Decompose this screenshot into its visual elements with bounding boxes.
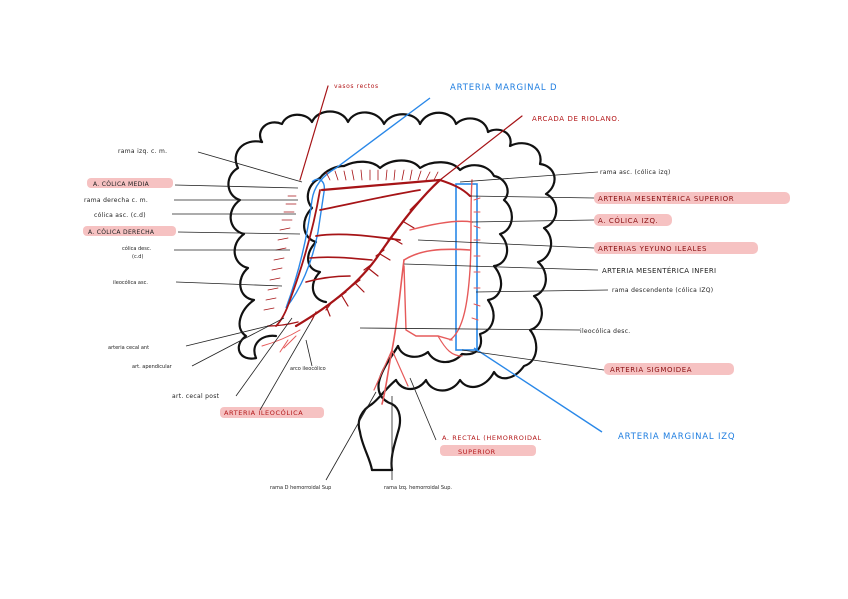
label-colica-desc-1: cólica desc.: [122, 245, 152, 252]
label-ileocolica-asc: ileocólica asc.: [113, 279, 148, 286]
marginal-artery-paths: [285, 97, 603, 433]
label-rectal-hemorroidal-1: A. RECTAL (HEMORROIDAL: [442, 434, 542, 442]
inferior-arteries: [261, 179, 481, 405]
label-rama-d-hemorroidal: rama D hemorroidal Sup: [270, 485, 331, 491]
label-arcada-riolano: ARCADA DE RIOLANO.: [532, 115, 620, 123]
label-vasos-rectos: vasos rectos: [334, 83, 379, 90]
label-arteria-marginal-izq: ARTERIA MARGINAL IZQ: [618, 432, 735, 442]
label-arco-ileocolico: arco ileocólico: [290, 365, 326, 372]
label-arteria-sigmoidea: ARTERIA SIGMOIDEA: [610, 366, 692, 374]
label-rama-izq-hemorroidal: rama Izq. hemorroidal Sup.: [384, 485, 452, 491]
label-yeyuno-ileales: ARTERIAS YEYUNO ILEALES: [598, 245, 707, 253]
label-colica-derecha: A. CÓLICA DERECHA: [88, 229, 155, 236]
label-colica-izq: A. CÓLICA IZQ.: [598, 216, 658, 225]
label-rama-descendente: rama descendente (cólica IZQ): [612, 287, 713, 294]
vasa-recta: [263, 169, 439, 311]
label-art-cecal-post: art. cecal post: [172, 393, 220, 400]
leader-lines: [172, 151, 609, 481]
label-arteria-ileocolica: ARTERIA ILEOCÓLICA: [224, 408, 303, 417]
label-arteria-marginal-d: ARTERIA MARGINAL D: [450, 83, 557, 93]
label-colica-media: A. CÓLICA MEDIA: [93, 181, 150, 188]
label-art-apendicular: art. apendicular: [132, 364, 173, 370]
label-highlights: [83, 178, 790, 456]
label-mesenterica-superior: ARTERIA MESENTÉRICA SUPERIOR: [598, 194, 734, 203]
label-colica-desc-2: (c.d): [132, 254, 143, 260]
label-rectal-hemorroidal-2: SUPERIOR: [458, 448, 496, 456]
label-mesenterica-inferior: ARTERIA MESENTÉRICA INFERI: [602, 266, 716, 275]
label-rama-asc-colica-izq: rama asc. (cólica izq): [600, 169, 671, 176]
label-rama-derecha-cm: rama derecha c. m.: [84, 197, 148, 204]
label-rama-izq-cm: rama izq. c. m.: [118, 148, 167, 155]
colon-outline: [227, 110, 558, 472]
label-colica-asc: cólica asc. (c.d): [94, 212, 146, 219]
labels: vasos rectos ARTERIA MARGINAL D ARCADA D…: [84, 83, 735, 491]
label-ileocolica-desc: ileocólica desc.: [580, 328, 631, 335]
label-arteria-cecal-ant: arteria cecal ant: [108, 345, 149, 351]
